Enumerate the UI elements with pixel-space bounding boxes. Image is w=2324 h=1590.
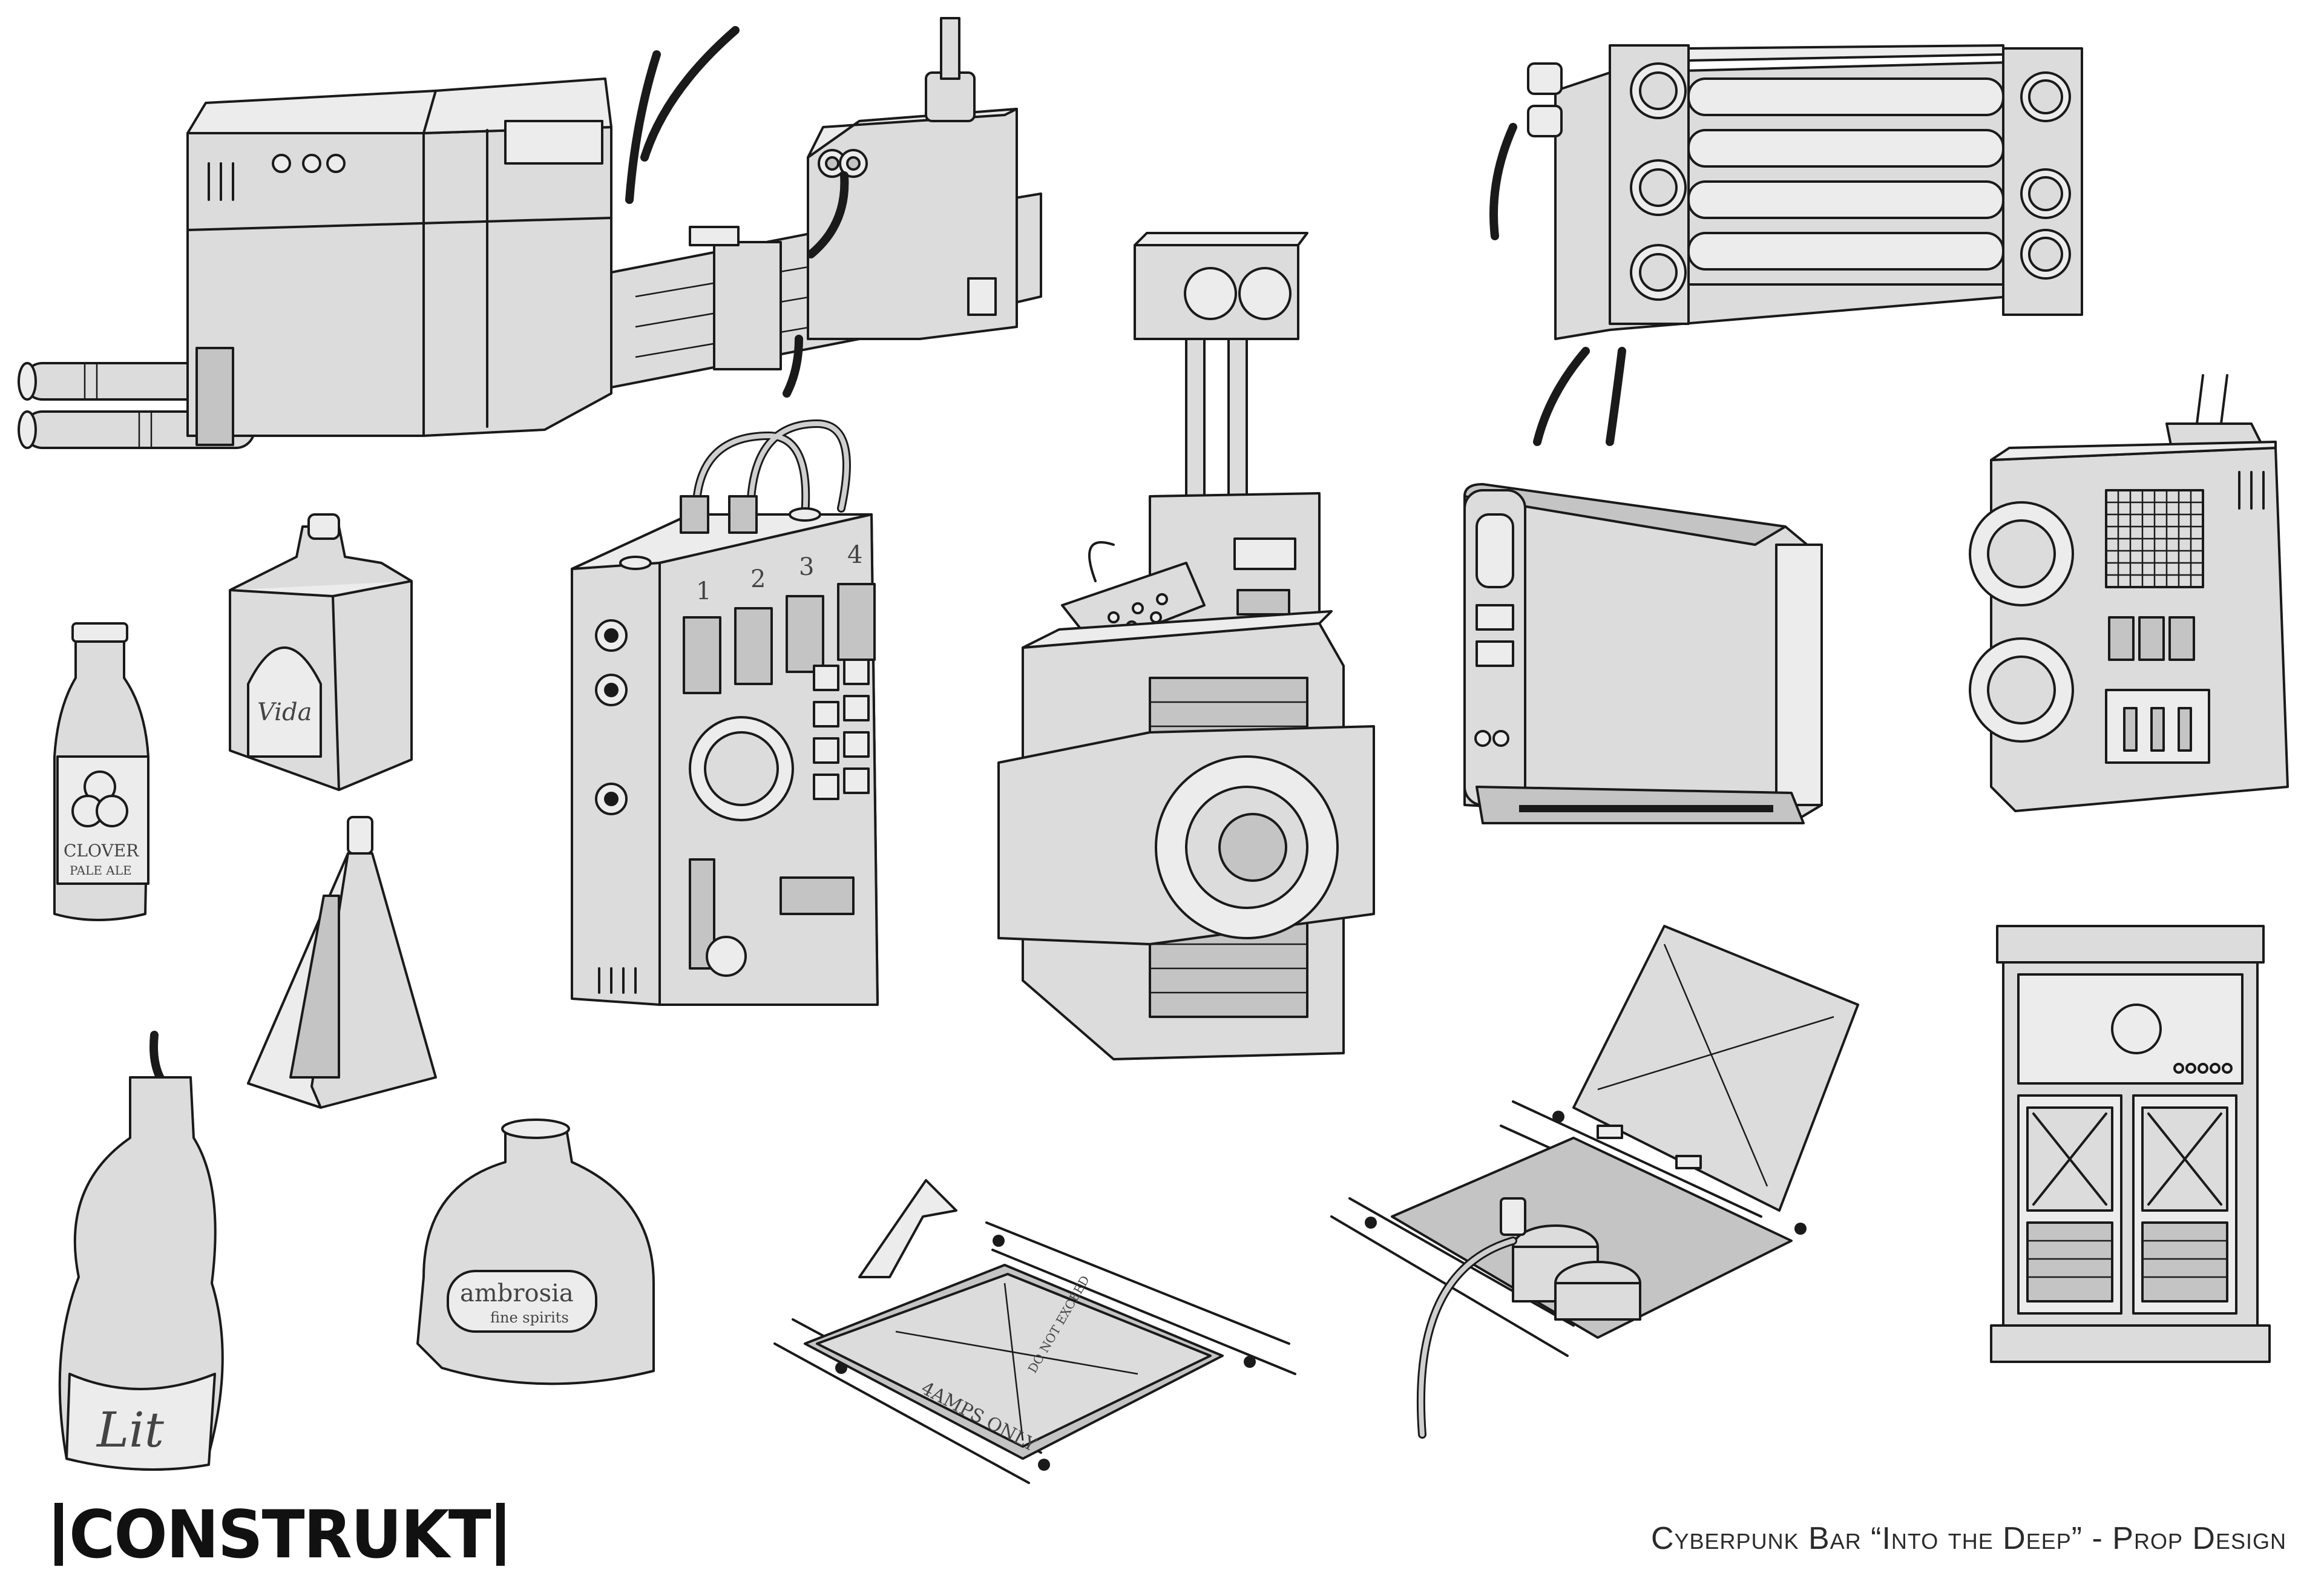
- logo-wordmark: CONSTRUKT: [69, 1495, 491, 1574]
- floor-hatch-open-prop: [1330, 925, 1859, 1439]
- ambrosia-label: ambrosia: [460, 1280, 574, 1307]
- logo-right-bar: [496, 1503, 505, 1566]
- switch-number-1: 1: [696, 577, 711, 605]
- logo-left-bar: [54, 1503, 63, 1566]
- lit-label: Lit: [96, 1402, 165, 1458]
- switch-number-2: 2: [750, 565, 766, 593]
- switch-number-3: 3: [799, 553, 814, 581]
- switch-panel-prop: 1 2 3 4: [571, 419, 879, 1006]
- dispenser-box-prop: [1463, 483, 1823, 824]
- lit-bottle-prop: Lit: [58, 1031, 224, 1471]
- clover-sublabel: PALE ALE: [70, 863, 132, 878]
- radiator-heater-prop: [1489, 44, 2083, 446]
- power-outlet-box-prop: [1969, 374, 2289, 812]
- pyramid-bottle-prop: [247, 816, 437, 1109]
- ambrosia-sublabel: fine spirits: [490, 1309, 569, 1326]
- sheet-caption: Cyberpunk Bar “Into the Deep” - Prop Des…: [1650, 1521, 2286, 1556]
- speaker-lens-box-prop: [997, 232, 1375, 1060]
- floor-hatch-closed-prop: 4AMPS ONLY DO NOT EXCEED: [773, 1179, 1296, 1484]
- vent-grid: [2106, 490, 2203, 587]
- wall-junction-box-prop: [18, 17, 1042, 449]
- ambrosia-bottle-prop: ambrosia fine spirits: [416, 1119, 655, 1385]
- control-cabinet-prop: [1990, 925, 2271, 1363]
- clover-label: CLOVER: [64, 841, 139, 861]
- vida-bottle-prop: Vida: [229, 513, 413, 791]
- construkt-logo: CONSTRUKT: [54, 1498, 505, 1571]
- switch-number-4: 4: [847, 541, 862, 569]
- vida-label: Vida: [257, 698, 312, 726]
- clover-bottle-prop: CLOVER PALE ALE: [53, 622, 149, 921]
